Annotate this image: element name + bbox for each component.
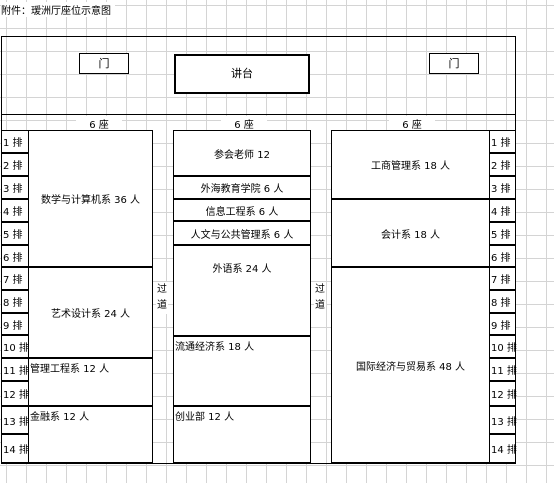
left-block-art-design: 艺术设计系 24 人 — [28, 267, 153, 358]
left-row-label: 1 排 — [1, 130, 29, 153]
aisle-char: 道 — [315, 300, 325, 311]
right-row-label: 6 排 — [489, 245, 516, 267]
right-row-label: 3 排 — [489, 176, 516, 199]
left-row-label: 4 排 — [1, 199, 29, 222]
middle-seat-count: 6 座 — [221, 116, 267, 131]
right-door: 门 — [429, 53, 479, 74]
right-aisle-label: 过 道 — [314, 282, 326, 314]
right-row-label: 4 排 — [489, 199, 516, 222]
middle-block-circulation-econ: 流通经济系 18 人 — [173, 336, 311, 406]
left-row-label: 6 排 — [1, 245, 29, 267]
left-row-label: 9 排 — [1, 313, 29, 335]
left-row-label: 13 排 — [1, 406, 29, 434]
left-row-label: 11 排 — [1, 358, 29, 381]
left-door: 门 — [79, 53, 129, 74]
right-row-label: 9 排 — [489, 313, 516, 335]
right-block-accounting: 会计系 18 人 — [331, 199, 490, 267]
right-row-label: 13 排 — [489, 406, 517, 434]
right-row-label: 10 排 — [489, 335, 517, 358]
left-row-label: 2 排 — [1, 153, 29, 176]
page-title: 附件：瑷洲厅座位示意图 — [1, 2, 115, 17]
right-row-label: 2 排 — [489, 153, 516, 176]
right-row-label: 7 排 — [489, 267, 516, 290]
left-row-label: 5 排 — [1, 222, 29, 245]
middle-block-humanities: 人文与公共管理系 6 人 — [173, 221, 311, 245]
left-block-management-eng: 管理工程系 12 人 — [28, 358, 153, 406]
middle-block-overseas-edu: 外海教育学院 6 人 — [173, 176, 311, 199]
left-block-math-cs: 数学与计算机系 36 人 — [28, 130, 153, 267]
stage: 讲台 — [174, 54, 310, 94]
right-seat-count: 6 座 — [389, 116, 435, 131]
aisle-char: 过 — [315, 284, 325, 295]
middle-block-teachers: 参会老师 12 — [173, 130, 311, 176]
middle-block-info-eng: 信息工程系 6 人 — [173, 199, 311, 221]
hall-bottom-line — [1, 463, 516, 464]
right-block-intl-trade: 国际经济与贸易系 48 人 — [331, 267, 490, 463]
left-row-label: 12 排 — [1, 381, 29, 406]
separator-line — [1, 114, 516, 115]
right-row-label: 1 排 — [489, 130, 516, 153]
aisle-char: 道 — [157, 300, 167, 311]
left-block-finance: 金融系 12 人 — [28, 406, 153, 463]
middle-block-entrepreneurship: 创业部 12 人 — [173, 406, 311, 463]
right-row-label: 8 排 — [489, 290, 516, 313]
right-row-label: 12 排 — [489, 381, 517, 406]
right-row-label: 11 排 — [489, 358, 517, 381]
left-row-label: 14 排 — [1, 434, 29, 463]
left-row-label: 7 排 — [1, 267, 29, 290]
middle-block-foreign-lang: 外语系 24 人 — [173, 245, 311, 336]
left-aisle-label: 过 道 — [156, 282, 168, 314]
left-row-label: 10 排 — [1, 335, 29, 358]
aisle-char: 过 — [157, 284, 167, 295]
left-seat-count: 6 座 — [76, 116, 122, 131]
left-row-label: 8 排 — [1, 290, 29, 313]
right-row-label: 5 排 — [489, 222, 516, 245]
left-row-label: 3 排 — [1, 176, 29, 199]
right-row-label: 14 排 — [489, 434, 517, 463]
right-block-business-admin: 工商管理系 18 人 — [331, 130, 490, 199]
